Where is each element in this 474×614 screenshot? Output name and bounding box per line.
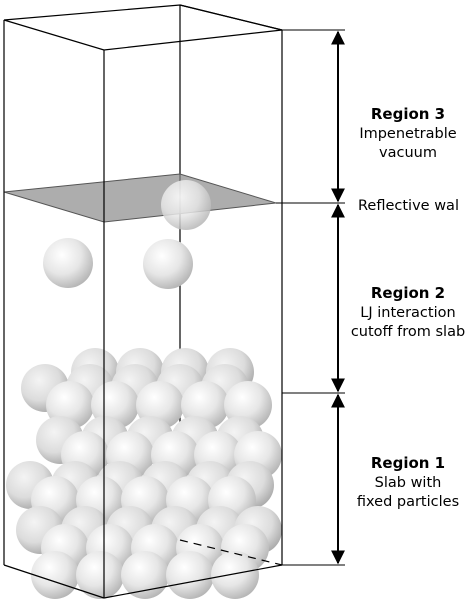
region-3-line-2: vacuum bbox=[379, 145, 437, 161]
dimension-guides bbox=[276, 29, 345, 566]
region-2-line-1: LJ interaction bbox=[360, 305, 455, 321]
slab-particle bbox=[166, 551, 214, 599]
slab-particle bbox=[76, 551, 124, 599]
slab-particle bbox=[211, 551, 259, 599]
box-front-edges bbox=[3, 4, 283, 599]
region-3-line-1: Impenetrable bbox=[359, 126, 456, 142]
region-2-line-2: cutoff from slab bbox=[351, 324, 465, 340]
region-1-line-2: fixed particles bbox=[357, 494, 459, 510]
region-1-line-1: Slab with bbox=[375, 475, 442, 491]
free-particle-right bbox=[143, 239, 193, 289]
particle-at-wall bbox=[161, 180, 211, 230]
slab-particle bbox=[121, 551, 169, 599]
slab-particle bbox=[31, 551, 79, 599]
reflective-wall-plane bbox=[3, 173, 277, 223]
region-1-title: Region 1 bbox=[371, 454, 445, 472]
region-3-title: Region 3 bbox=[371, 105, 445, 123]
reflective-wall-label: Reflective wal bbox=[358, 198, 459, 214]
region-2-title: Region 2 bbox=[371, 284, 445, 302]
box-top-face bbox=[3, 4, 283, 51]
box-bottom-right-edge bbox=[103, 564, 283, 599]
box-bottom-front-edge bbox=[3, 564, 105, 599]
slab-particles bbox=[6, 348, 282, 599]
box-bottom-back-edge bbox=[179, 539, 283, 566]
free-particle-left bbox=[43, 238, 93, 288]
